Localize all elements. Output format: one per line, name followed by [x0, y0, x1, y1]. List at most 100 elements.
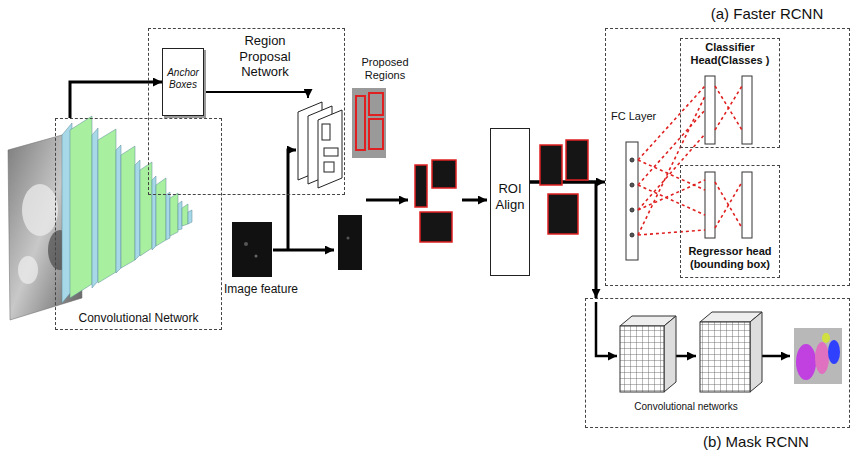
input-image: [18, 256, 38, 284]
conv-layers: [166, 192, 170, 240]
flow-arrow: [530, 182, 596, 298]
dense-connections: [638, 180, 705, 210]
conv-layers: [182, 204, 188, 226]
mask-output-image: [794, 328, 842, 384]
flow-arrow: [206, 92, 308, 98]
conv-grid-block: [620, 312, 762, 392]
proposal-stack: [324, 162, 334, 172]
conv-grid-block: [664, 316, 676, 392]
fc-layer: [705, 76, 715, 144]
flow-arrow: [288, 150, 296, 250]
proposed-regions-image: [352, 88, 386, 158]
proposed-regions-image: [352, 88, 386, 158]
node-label: Regressor head (bounding box): [683, 245, 777, 271]
flow-arrow: [206, 92, 790, 356]
conv-layers: [70, 116, 92, 298]
node-label: ROI Align: [492, 181, 528, 212]
region-crops: [415, 165, 427, 207]
mask-output-image: [815, 342, 829, 374]
node-heading: (a) Faster RCNN: [686, 5, 848, 23]
region-crops: [415, 140, 588, 242]
mask-rcnn-box: (b) Mask RCNNConvolutional networks: [585, 298, 850, 428]
conv-layers: [152, 176, 156, 250]
region-crops: [548, 194, 578, 234]
feature-map: [232, 222, 272, 277]
region-crops: [540, 145, 562, 185]
dense-connections: [715, 86, 742, 130]
conv-layers: [98, 129, 116, 283]
fc-layer: [705, 172, 715, 238]
dense-connections: [715, 182, 742, 228]
region-label: Proposed Regions: [346, 56, 424, 82]
classifier-head-box: Classifier Head(Classes ): [680, 38, 780, 148]
node-label: Convolutional Network: [56, 311, 221, 325]
node-label: Classifier Head(Classes ): [683, 41, 777, 67]
dense-connections: [715, 86, 742, 130]
feature-map: [255, 255, 258, 258]
dense-connections: [638, 134, 705, 210]
faster-rcnn-box: (a) Faster RCNNClassifier Head(Classes )…: [605, 28, 850, 286]
region-crops: [420, 212, 452, 242]
conv-grid-block: [700, 322, 750, 392]
fc-layer: [630, 183, 634, 187]
mask-output-image: [822, 333, 830, 343]
node-label: Region Proposal Network: [223, 33, 307, 80]
fc-layer: [626, 76, 752, 260]
node-label: Convolutional networks: [606, 401, 766, 413]
fc-layer: [742, 76, 752, 144]
fc-layer: [630, 233, 634, 237]
conv-layers: [178, 201, 182, 230]
conv-grid-block: [750, 312, 762, 392]
regressor-head-box: Regressor head (bounding box): [680, 165, 780, 278]
flow-arrow: [273, 249, 334, 252]
proposed-regions-image: [369, 119, 383, 149]
dense-connections: [638, 185, 705, 215]
region-crops: [432, 160, 456, 188]
conv-layers: [92, 128, 98, 288]
layer-label: FC Layer: [611, 110, 657, 123]
conv-layers: [62, 116, 192, 303]
fc-layer: [742, 172, 752, 238]
label-holder: Proposed Regions: [346, 56, 424, 82]
dense-connections: [638, 230, 705, 235]
flow-arrow: [462, 199, 487, 202]
input-image: [22, 184, 58, 236]
proposal-stack: [298, 102, 342, 188]
mask-output-image: [828, 340, 840, 364]
feature-label: Image feature: [224, 282, 316, 296]
dense-connections: [638, 86, 705, 160]
region-proposal-box: Region Proposal NetworkAnchor Boxes: [148, 28, 345, 195]
conv-layers: [188, 210, 192, 224]
fc-layer: [630, 158, 634, 162]
feature-map: [347, 237, 350, 240]
proposed-regions-image: [356, 96, 365, 150]
roi-align-box: ROI Align: [490, 128, 530, 276]
feature-map: [244, 242, 248, 246]
node-heading: (b) Mask RCNN: [666, 433, 846, 451]
region-crops: [566, 140, 588, 180]
proposal-stack: [324, 148, 338, 156]
anchor-box: Anchor Boxes: [162, 48, 204, 116]
conv-layers: [135, 160, 140, 260]
label-holder: Image feature: [224, 282, 316, 296]
mask-output-image: [794, 328, 842, 384]
flow-arrow: [596, 302, 617, 356]
conv-layers: [140, 162, 152, 256]
conv-layers: [116, 145, 121, 273]
proposal-stack: [322, 124, 330, 140]
feature-map: [232, 215, 362, 277]
conv-layers: [170, 193, 178, 236]
conv-layers: [156, 178, 166, 246]
dense-connections: [715, 182, 742, 228]
label-holder: FC Layer: [611, 110, 657, 123]
fc-layer: [630, 208, 634, 212]
flow-arrow: [366, 199, 408, 202]
dense-connections: [638, 86, 742, 235]
conv-layers: [121, 146, 135, 268]
proposed-regions-image: [369, 93, 383, 115]
node-label: Anchor Boxes: [164, 67, 202, 91]
conv-network-box: Convolutional Network: [55, 118, 222, 330]
proposal-stack: [318, 110, 342, 188]
